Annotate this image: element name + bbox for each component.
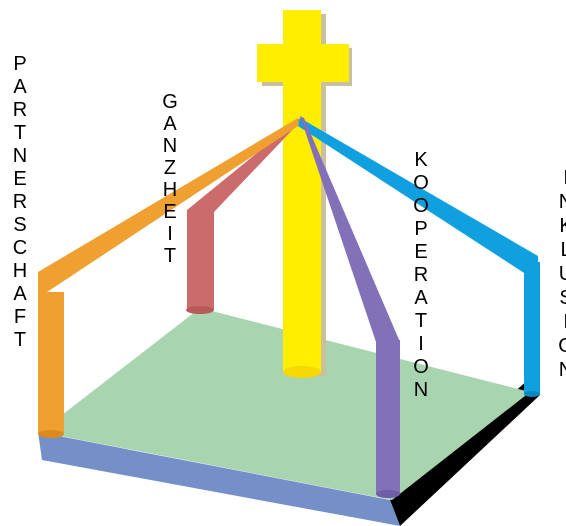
word-kooperation-letter: T bbox=[415, 310, 427, 332]
word-ganzheit-letter: Z bbox=[164, 157, 176, 179]
word-partnerschaft-letter: F bbox=[14, 306, 26, 328]
ganzheit-band-pole bbox=[187, 210, 214, 310]
word-inklusion: INKLUSIONINKLUSION bbox=[558, 167, 566, 381]
word-ganzheit-letter: N bbox=[163, 135, 177, 157]
word-ganzheit-letter: A bbox=[163, 113, 177, 135]
word-inklusion-letter: L bbox=[560, 239, 566, 261]
word-ganzheit-letter: H bbox=[163, 179, 177, 201]
word-kooperation-letter: P bbox=[414, 218, 427, 240]
word-partnerschaft-letter: N bbox=[13, 145, 27, 167]
word-kooperation-letter: K bbox=[414, 149, 428, 171]
kooperation-band-pole bbox=[376, 340, 400, 494]
word-ganzheit-letter: G bbox=[162, 91, 178, 113]
inklusion-band-foot bbox=[524, 391, 540, 397]
word-kooperation-letter: O bbox=[413, 172, 429, 194]
cross bbox=[257, 10, 352, 378]
word-inklusion-letter: O bbox=[558, 335, 566, 357]
word-inklusion-letter: N bbox=[559, 191, 566, 213]
ganzheit-band-foot bbox=[186, 306, 214, 314]
word-kooperation-letter: O bbox=[413, 356, 429, 378]
word-partnerschaft-letter: C bbox=[13, 237, 27, 259]
word-ganzheit-letter: I bbox=[167, 223, 173, 245]
word-partnerschaft-letter: E bbox=[13, 168, 26, 190]
word-partnerschaft-letter: R bbox=[13, 191, 27, 213]
word-inklusion-letter: N bbox=[559, 359, 566, 381]
word-kooperation-letter: I bbox=[418, 333, 424, 355]
partnerschaft-band-foot bbox=[38, 430, 64, 438]
ganzheit-band bbox=[186, 118, 300, 314]
kooperation-band-foot bbox=[376, 490, 400, 498]
word-kooperation-letter: E bbox=[414, 241, 427, 263]
word-partnerschaft: PARTNERSCHAFTPARTNERSCHAFT bbox=[13, 53, 152, 351]
word-partnerschaft-letter: P bbox=[13, 53, 26, 75]
word-partnerschaft-letter: A bbox=[13, 76, 27, 98]
word-partnerschaft-letter: T bbox=[14, 122, 26, 144]
word-partnerschaft-letter: H bbox=[13, 260, 27, 282]
partnerschaft-band-pole bbox=[38, 292, 64, 434]
word-kooperation: KOOPERATIONKOOPERATION bbox=[413, 149, 533, 401]
word-partnerschaft-letter: R bbox=[13, 99, 27, 121]
word-partnerschaft-letter: S bbox=[13, 214, 26, 236]
word-inklusion-letter: K bbox=[559, 215, 566, 237]
word-kooperation-letter: R bbox=[414, 264, 428, 286]
cross-beam bbox=[257, 44, 349, 82]
word-kooperation-letter: A bbox=[414, 287, 428, 309]
cross-base bbox=[283, 366, 321, 378]
word-partnerschaft-letter: A bbox=[13, 283, 27, 305]
word-kooperation-letter: O bbox=[413, 195, 429, 217]
word-inklusion-letter: S bbox=[559, 287, 566, 309]
word-partnerschaft-letter: T bbox=[14, 329, 26, 351]
word-kooperation-letter: N bbox=[414, 379, 428, 401]
word-inklusion-letter: U bbox=[559, 263, 566, 285]
inklusion-band-pole bbox=[524, 262, 540, 394]
word-ganzheit-letter: T bbox=[164, 245, 176, 267]
word-ganzheit-letter: E bbox=[163, 201, 176, 223]
